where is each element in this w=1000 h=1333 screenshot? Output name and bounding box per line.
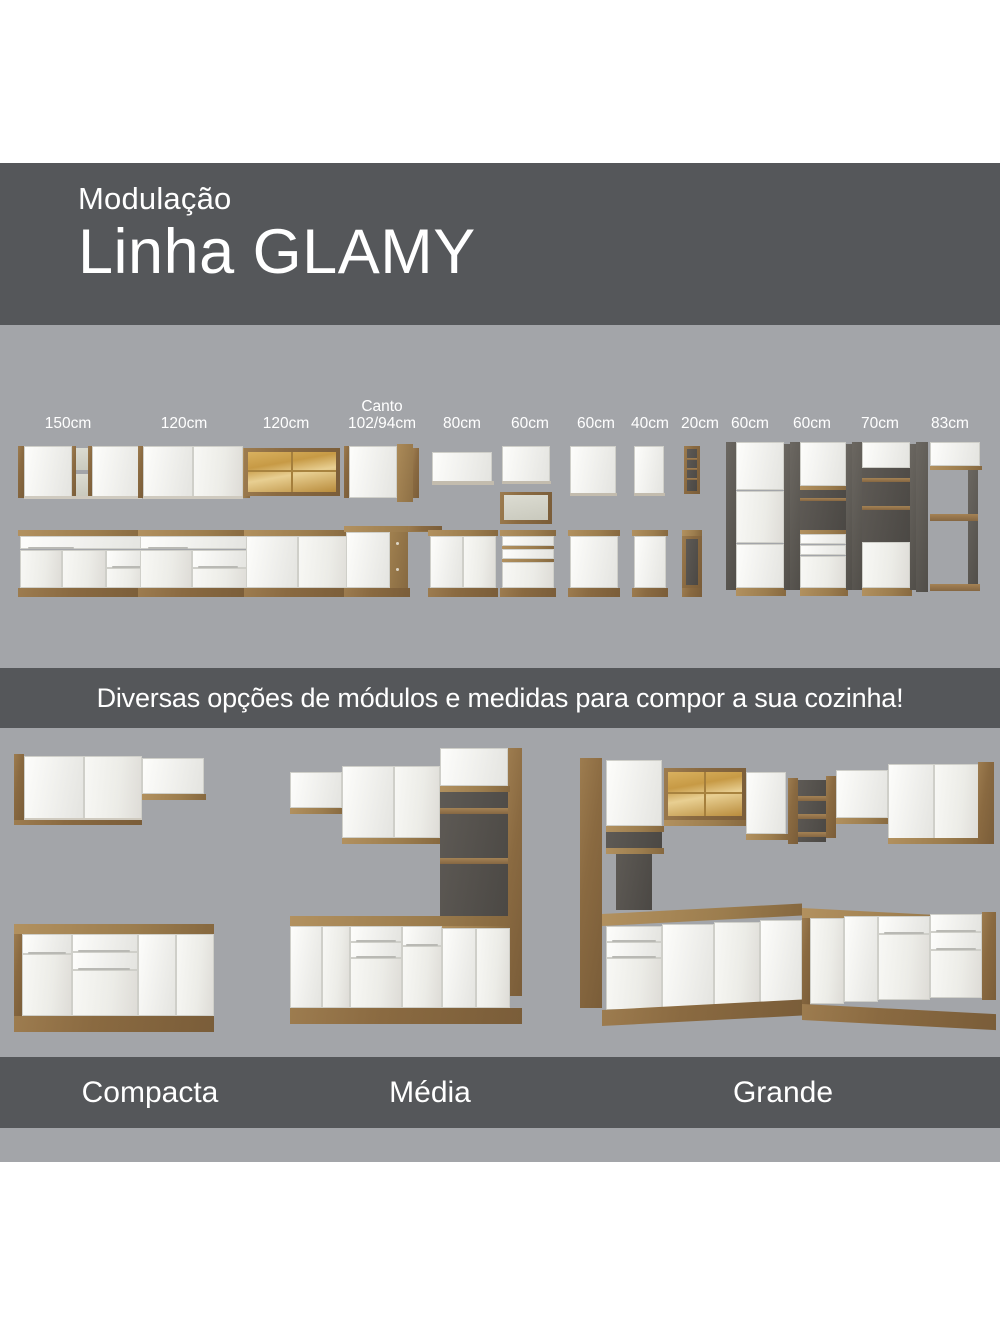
page-title: Modulação Linha GLAMY xyxy=(78,180,476,288)
title-main: Linha GLAMY xyxy=(78,217,476,287)
kitchen-scenes xyxy=(0,740,1000,1040)
module-label-5: 60cm xyxy=(511,415,549,432)
kitchen-name-labels: Compacta Média Grande xyxy=(0,1057,1000,1128)
footer-band xyxy=(0,1128,1000,1162)
module-label-0: 150cm xyxy=(44,415,92,432)
module-label-2: 120cm xyxy=(262,415,310,432)
module-label-10: 60cm xyxy=(793,415,831,432)
module-label-1: 120cm xyxy=(160,415,208,432)
kitchen-name-media: Média xyxy=(389,1076,471,1109)
title-eyebrow: Modulação xyxy=(78,181,232,216)
banner-band xyxy=(0,668,1000,728)
module-label-12: 83cm xyxy=(931,415,969,432)
module-label-3-sub: Canto xyxy=(361,398,403,415)
module-label-7: 40cm xyxy=(631,415,669,432)
kitchen-name-grande: Grande xyxy=(732,1076,834,1109)
module-thumbnails xyxy=(0,434,1000,604)
kitchen-name-compacta: Compacta xyxy=(81,1076,219,1109)
module-label-3: Canto 102/94cm xyxy=(330,398,434,432)
module-label-11: 70cm xyxy=(861,415,899,432)
module-label-8: 20cm xyxy=(681,415,719,432)
module-label-9: 60cm xyxy=(731,415,769,432)
banner-message: Diversas opções de módulos e medidas par… xyxy=(96,682,904,713)
module-label-6: 60cm xyxy=(577,415,615,432)
module-size-labels: 150cm 120cm 120cm Canto 102/94cm 80cm 60… xyxy=(0,398,1000,432)
names-band xyxy=(0,1057,1000,1128)
module-label-4: 80cm xyxy=(443,415,481,432)
title-band xyxy=(0,163,1000,325)
